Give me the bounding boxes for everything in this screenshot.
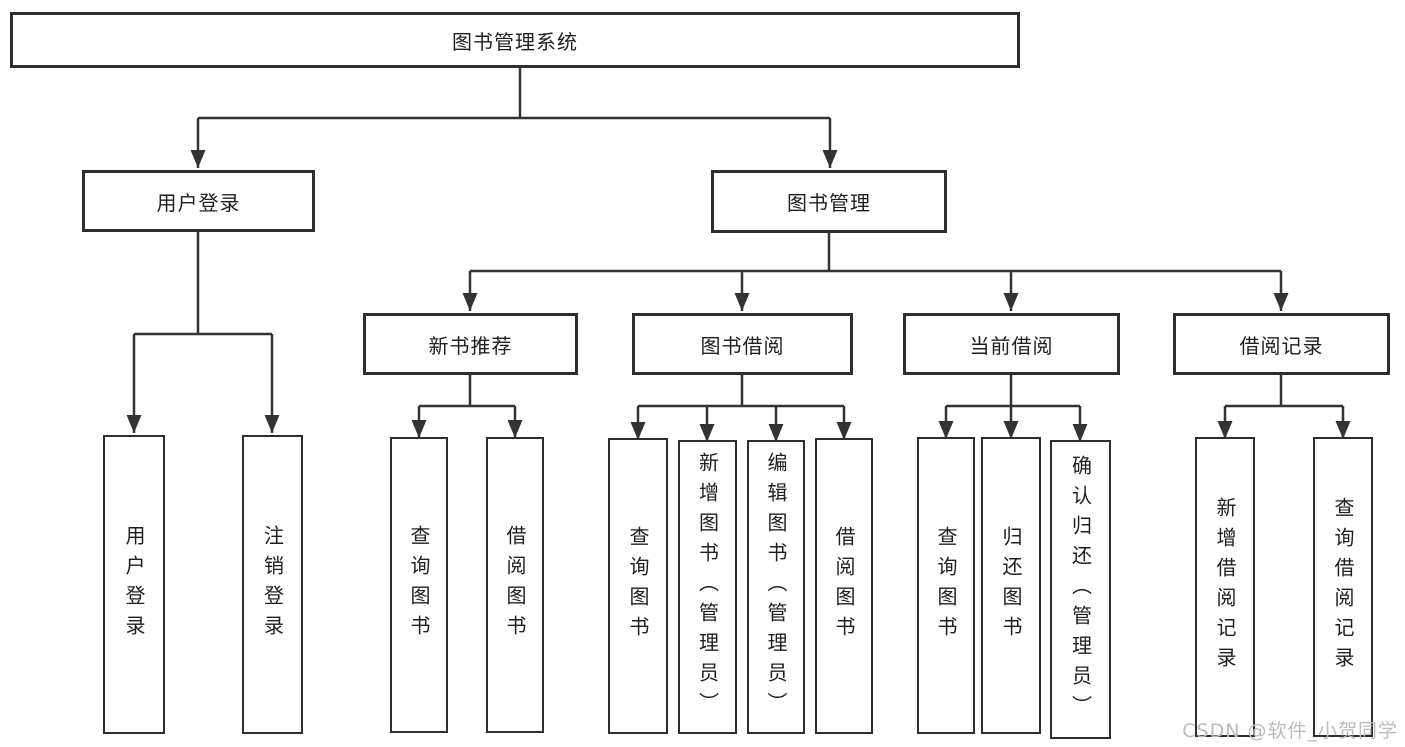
node-borrow-records: 借阅记录 xyxy=(1173,313,1390,375)
node-label: 图书管理 xyxy=(787,191,871,215)
node-label: 用户登录 xyxy=(156,190,241,215)
node-label: 新书推荐 xyxy=(428,333,513,358)
node-label: 借阅记录 xyxy=(1239,333,1324,358)
connector-new-book-rec-to-leaves xyxy=(411,375,523,438)
connector-user-login-to-leaves xyxy=(126,232,280,433)
node-new-book-recommend: 新书推荐 xyxy=(363,313,578,375)
node-label: 当前借阅 xyxy=(969,333,1054,358)
leaf-query-borrow-record: 查询借阅记录 xyxy=(1313,437,1373,737)
connector-root-to-level2 xyxy=(190,68,838,168)
leaf-add-borrow-record: 新增借阅记录 xyxy=(1195,437,1255,737)
node-label: 图书借阅 xyxy=(700,333,785,358)
node-label: 借阅图书 xyxy=(503,525,527,645)
node-label: 用户登录 xyxy=(122,524,146,645)
node-label: 注销登录 xyxy=(260,524,285,645)
leaf-query-books-current: 查询图书 xyxy=(917,437,975,734)
node-label: 借阅图书 xyxy=(832,526,856,646)
leaf-logout: 注销登录 xyxy=(242,435,303,734)
connector-current-borrow-to-leaves xyxy=(938,375,1088,442)
leaf-user-login: 用户登录 xyxy=(103,435,165,734)
node-label: 新增借阅记录 xyxy=(1213,497,1237,677)
connector-book-borrow-to-leaves xyxy=(630,375,852,442)
leaf-borrow-books: 借阅图书 xyxy=(815,438,873,734)
leaf-query-books-recommend: 查询图书 xyxy=(390,437,448,733)
node-label: 查询图书 xyxy=(407,525,431,645)
node-label: 编辑图书（管理员） xyxy=(764,452,788,722)
csdn-watermark: CSDN @软件_小贺同学 xyxy=(1182,720,1398,742)
node-user-login: 用户登录 xyxy=(82,170,315,232)
node-label: 新增图书（管理员） xyxy=(695,452,720,722)
node-label: 归还图书 xyxy=(999,525,1023,646)
leaf-return-books: 归还图书 xyxy=(981,437,1041,734)
node-label: 图书管理系统 xyxy=(452,29,578,54)
leaf-add-books-admin: 新增图书（管理员） xyxy=(678,440,737,734)
node-book-borrow: 图书借阅 xyxy=(632,313,853,375)
node-label: 查询借阅记录 xyxy=(1331,497,1355,677)
connector-borrow-records-to-leaves xyxy=(1217,375,1351,439)
node-book-mgmt: 图书管理 xyxy=(711,170,947,233)
leaf-query-books-borrow: 查询图书 xyxy=(608,438,668,734)
node-label: 查询图书 xyxy=(934,525,958,646)
node-label: 确认归还（管理员） xyxy=(1068,454,1093,725)
connector-book-mgmt-to-level3 xyxy=(462,233,1289,311)
leaf-confirm-return-admin: 确认归还（管理员） xyxy=(1050,440,1111,739)
node-current-borrow: 当前借阅 xyxy=(903,313,1120,375)
node-label: 查询图书 xyxy=(626,526,650,646)
leaf-borrow-books-recommend: 借阅图书 xyxy=(486,437,544,733)
node-root: 图书管理系统 xyxy=(10,12,1020,68)
leaf-edit-books-admin: 编辑图书（管理员） xyxy=(747,440,805,734)
